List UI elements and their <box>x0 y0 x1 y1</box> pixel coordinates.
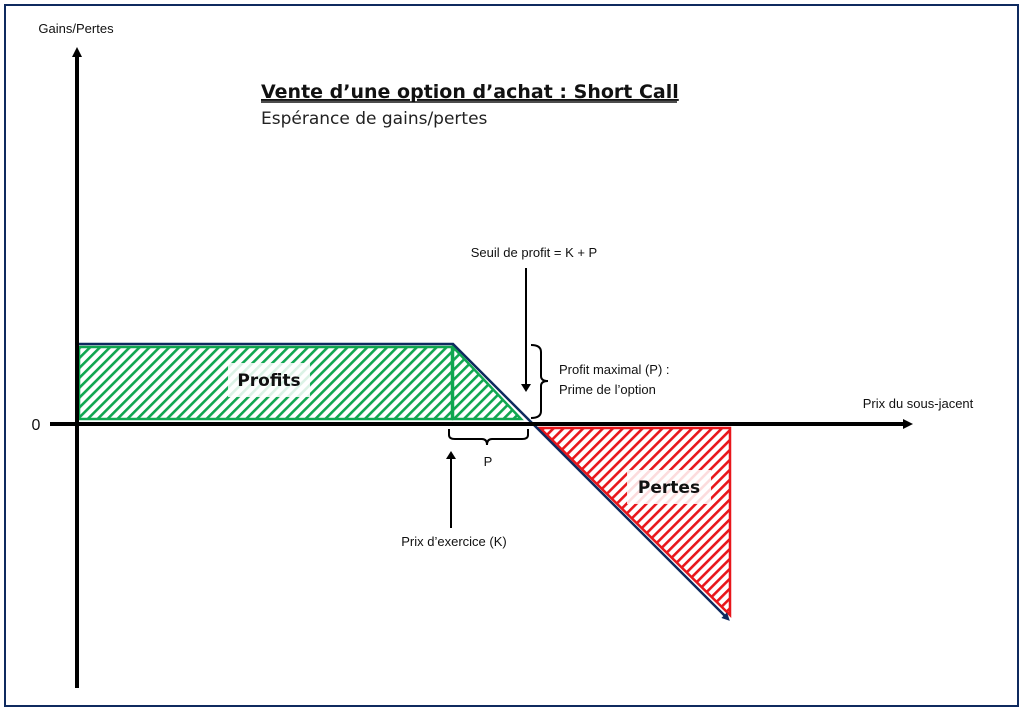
strike-annotation: Prix d’exercice (K) <box>401 451 507 549</box>
pertes-label: Pertes <box>638 478 700 498</box>
profits-label-bg <box>228 363 310 397</box>
strike-label: Prix d’exercice (K) <box>401 534 506 549</box>
max-profit-label-line2: Prime de l’option <box>559 382 656 397</box>
x-axis-label: Prix du sous-jacent <box>863 396 974 411</box>
diagram-title: Vente d’une option d’achat : Short Call <box>261 81 679 103</box>
y-axis-label: Gains/Pertes <box>38 21 114 36</box>
max-profit-label-line1: Profit maximal (P) : <box>559 362 670 377</box>
loss-zone: Pertes <box>536 426 732 618</box>
max-profit-annotation: Profit maximal (P) : Prime de l’option <box>530 344 670 419</box>
origin-label: 0 <box>32 417 41 434</box>
profit-zone-flat <box>77 345 454 421</box>
payoff-line <box>79 342 730 621</box>
max-profit-brace <box>530 344 549 419</box>
breakeven-label: Seuil de profit = K + P <box>471 245 597 260</box>
profit-zone: Profits <box>77 343 524 421</box>
diagram-frame <box>4 4 1019 707</box>
breakeven-annotation: Seuil de profit = K + P <box>471 245 597 392</box>
profits-label: Profits <box>237 371 300 391</box>
profit-zone-slope <box>451 343 524 421</box>
diagram-subtitle: Espérance de gains/pertes <box>261 109 488 129</box>
premium-annotation: P <box>448 429 529 469</box>
premium-brace <box>448 429 529 446</box>
premium-brace-label: P <box>484 454 493 469</box>
loss-zone-triangle <box>536 426 732 618</box>
pertes-label-bg <box>627 470 711 504</box>
